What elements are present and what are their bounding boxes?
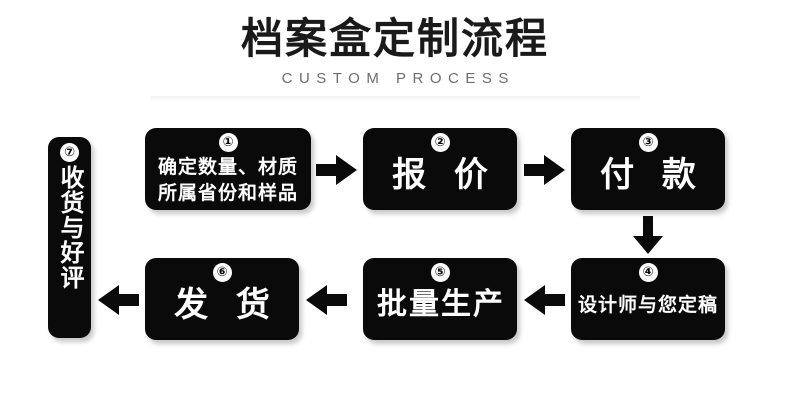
- arrow-left-icon: [524, 285, 565, 315]
- flow-step-3[interactable]: ③ 付 款: [571, 128, 725, 210]
- flow-step-label-3: 付 款: [600, 155, 704, 195]
- arrow-down-icon: [633, 216, 663, 254]
- step-number-badge-5: ⑤: [430, 263, 450, 282]
- arrow-right-icon: [524, 155, 565, 185]
- page-subtitle: CUSTOM PROCESS: [281, 70, 515, 87]
- flow-step-6[interactable]: ⑥ 发 货: [145, 258, 299, 340]
- flow-step-5[interactable]: ⑤ 批量生产: [363, 258, 517, 340]
- flow-step-label-6: 发 货: [174, 285, 278, 325]
- flow-step-2[interactable]: ② 报 价: [363, 128, 517, 210]
- step-number-badge-3: ③: [638, 133, 658, 152]
- page-title: 档案盒定制流程: [240, 14, 549, 63]
- flow-step-label-4: 设计师与您定稿: [577, 294, 718, 316]
- header: 档案盒定制流程 CUSTOM PROCESS: [0, 14, 790, 88]
- flow-step-1[interactable]: ① 确定数量、材质 所属省份和样品: [145, 128, 311, 210]
- arrow-left-icon: [98, 285, 139, 315]
- flow-step-label-7: 收货与好评: [56, 165, 84, 290]
- arrow-right-icon: [316, 155, 357, 185]
- header-divider: [150, 96, 640, 102]
- flow-step-label-1: 确定数量、材质 所属省份和样品: [157, 156, 298, 204]
- flow-step-label-2: 报 价: [392, 155, 496, 195]
- step-number-badge-4: ④: [638, 263, 658, 282]
- step-number-badge-7: ⑦: [60, 143, 79, 162]
- step-number-badge-1: ①: [218, 133, 238, 152]
- arrow-left-icon: [306, 285, 347, 315]
- flow-step-7[interactable]: ⑦ 收货与好评: [48, 137, 91, 338]
- flow-step-4[interactable]: ④ 设计师与您定稿: [571, 258, 725, 340]
- step-number-badge-6: ⑥: [212, 263, 232, 282]
- step-number-badge-2: ②: [430, 133, 450, 152]
- flow-step-label-5: 批量生产: [377, 287, 505, 322]
